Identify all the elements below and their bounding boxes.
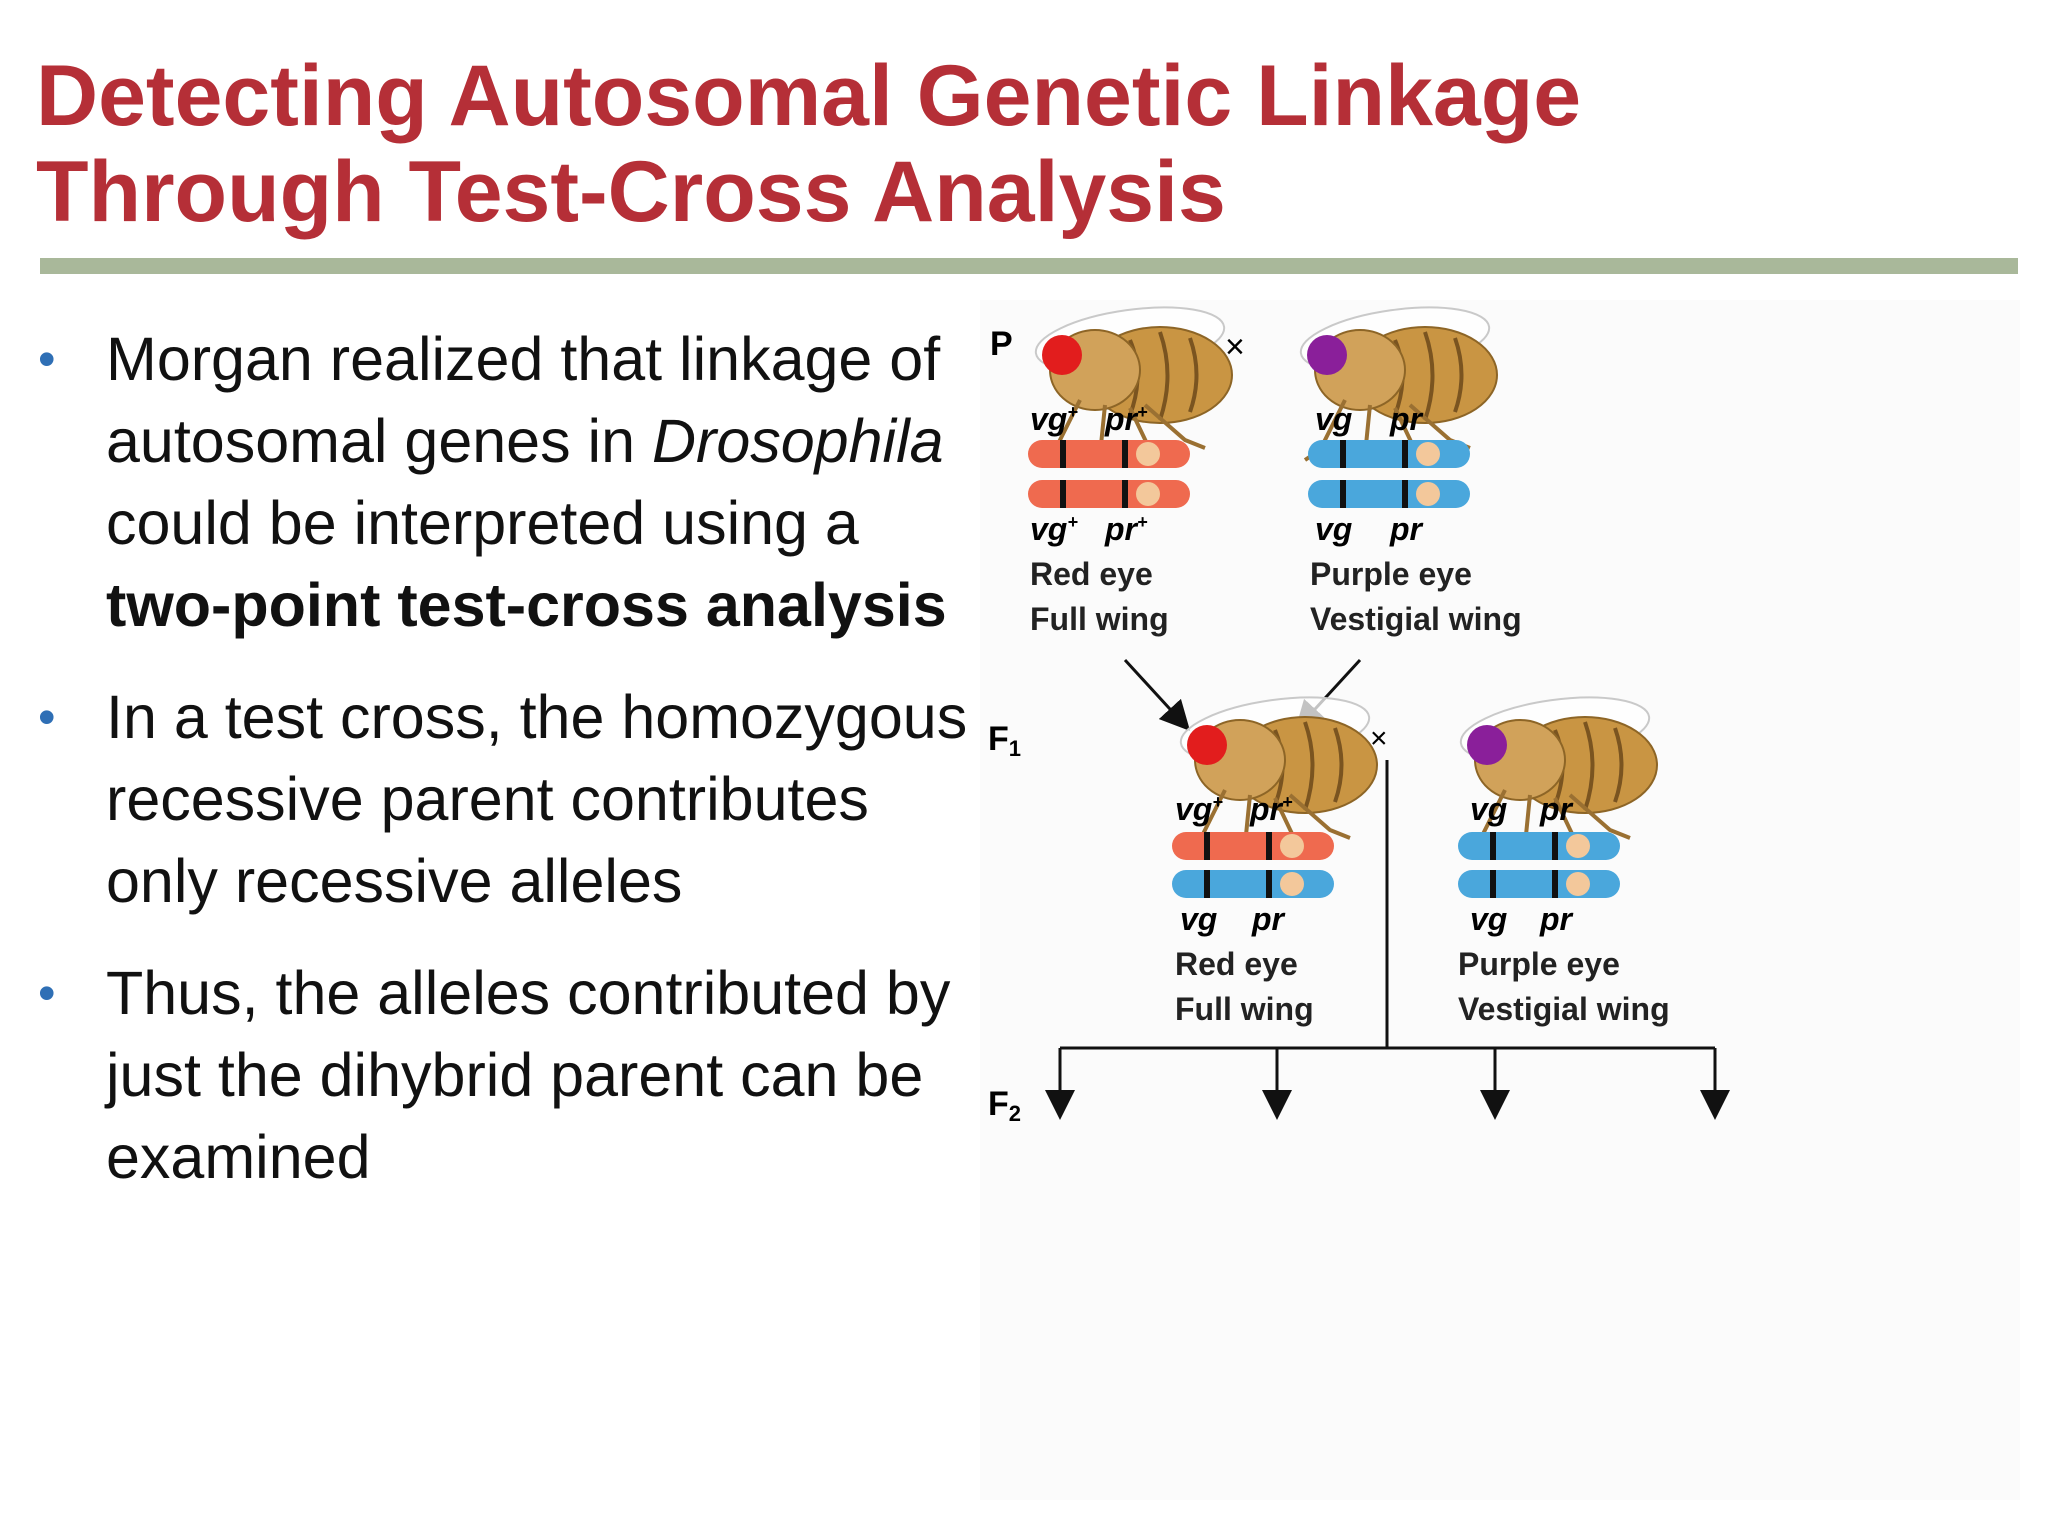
chromosome-wildtype [1028,480,1190,508]
bullet-italic-text: Drosophila [651,407,944,475]
chromosome-mutant [1172,870,1334,898]
phenotype-label: Vestigial wing [1458,991,1670,1027]
purple-eye-icon [1307,335,1347,375]
bullet-dot-icon: • [38,689,56,745]
generation-label-f2: F2 [988,1085,1021,1126]
allele-label: vg [1315,401,1352,437]
fly-purple-eye-vestigial-wing [1454,685,1659,857]
title-line-2: Through Test-Cross Analysis [36,144,1226,240]
bullet-list: • Morgan realized that linkage of autoso… [30,318,990,1228]
phenotype-label: Purple eye [1310,556,1472,592]
allele-label: pr+ [1104,511,1148,547]
title-line-1: Detecting Autosomal Genetic Linkage [36,48,1582,144]
allele-label: vg [1180,901,1217,937]
chromosome-mutant [1308,440,1470,468]
allele-label: vg+ [1030,511,1078,547]
chromosome-mutant [1458,870,1620,898]
fly-red-eye-full-wing [1174,685,1379,857]
bullet-item: • Thus, the alleles contributed by just … [30,952,990,1198]
allele-label: pr+ [1249,791,1293,827]
allele-label: pr [1539,901,1574,937]
generation-label-f1: F1 [988,720,1021,761]
allele-label: vg [1315,511,1352,547]
allele-label: pr [1389,511,1424,547]
phenotype-label: Full wing [1175,991,1314,1027]
bullet-text: In a test cross, the homozygous recessiv… [106,683,968,915]
bullet-dot-icon: • [38,965,56,1021]
page-title: Detecting Autosomal Genetic Linkage Thro… [36,48,1996,240]
bullet-text: Thus, the alleles contributed by just th… [106,959,951,1191]
bullet-dot-icon: • [38,331,56,387]
allele-label: vg [1470,901,1507,937]
chromosome-wildtype [1172,832,1334,860]
phenotype-label: Red eye [1030,556,1153,592]
allele-label: pr+ [1104,401,1148,437]
chromosome-mutant [1458,832,1620,860]
bullet-bold-text: two-point test-cross analysis [106,571,947,639]
allele-label: pr [1251,901,1286,937]
bullet-text: Morgan realized that linkage of autosoma… [106,325,941,475]
red-eye-icon [1042,335,1082,375]
cross-symbol: × [1370,722,1388,755]
test-cross-diagram: P F1 F2 × vg+ pr+ vg+ pr+ Red eye Full w… [980,295,2020,1500]
phenotype-label: Red eye [1175,946,1298,982]
fly-purple-eye-vestigial-wing [1294,295,1499,467]
arrow-icon [1123,658,1191,732]
chromosome-mutant [1308,480,1470,508]
allele-label: vg+ [1175,791,1223,827]
diagram-svg: P F1 F2 × vg+ pr+ vg+ pr+ Red eye Full w… [988,295,1730,1126]
chromosome-wildtype [1028,440,1190,468]
allele-label: pr [1389,401,1424,437]
title-divider [40,258,2018,274]
purple-eye-icon [1467,725,1507,765]
allele-label: pr [1539,791,1574,827]
bullet-item: • In a test cross, the homozygous recess… [30,676,990,922]
red-eye-icon [1187,725,1227,765]
phenotype-label: Full wing [1030,601,1169,637]
cross-symbol: × [1225,328,1245,366]
bullet-item: • Morgan realized that linkage of autoso… [30,318,990,646]
allele-label: vg+ [1030,401,1078,437]
allele-label: vg [1470,791,1507,827]
fly-red-eye-full-wing [1029,295,1234,467]
generation-label-p: P [990,325,1013,363]
phenotype-label: Purple eye [1458,946,1620,982]
bullet-text: could be interpreted using a [106,489,859,557]
phenotype-label: Vestigial wing [1310,601,1522,637]
